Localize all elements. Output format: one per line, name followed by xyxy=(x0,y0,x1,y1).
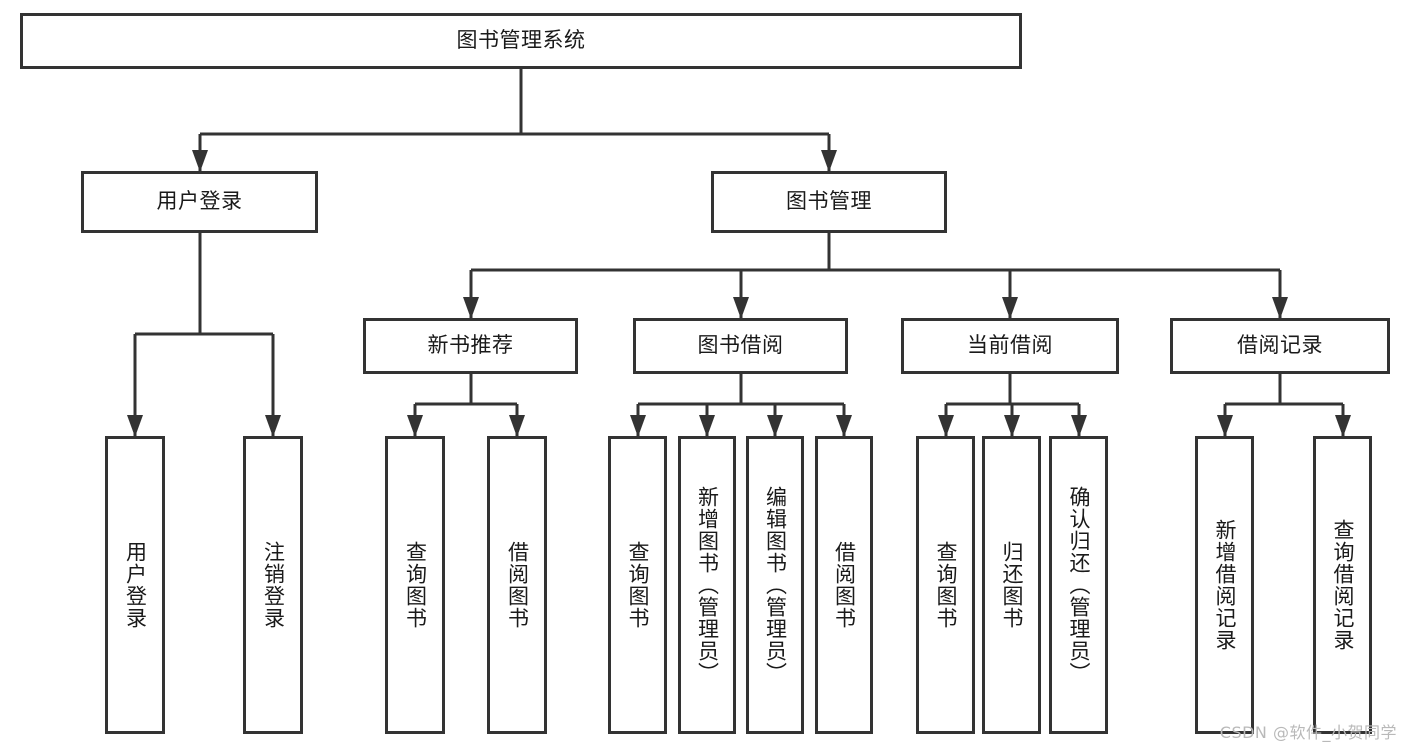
node-l2_0[interactable]: 新书推荐 xyxy=(363,318,578,374)
arrowhead-icon xyxy=(192,150,208,172)
arrowhead-icon xyxy=(699,415,715,437)
arrowhead-icon xyxy=(265,415,281,437)
node-label: 新书推荐 xyxy=(427,333,514,358)
node-l2_3[interactable]: 借阅记录 xyxy=(1170,318,1390,374)
node-label: 用户登录 xyxy=(123,541,148,629)
node-label: 归还图书 xyxy=(999,541,1024,629)
node-l1_0[interactable]: 用户登录 xyxy=(81,171,318,233)
arrowhead-icon xyxy=(767,415,783,437)
node-label: 确认归还（管理员） xyxy=(1066,486,1091,684)
node-label: 图书管理系统 xyxy=(456,28,586,53)
node-label: 借阅图书 xyxy=(832,541,857,629)
arrowhead-icon xyxy=(407,415,423,437)
node-leaf_2[interactable]: 查询图书 xyxy=(385,436,445,734)
arrowhead-icon xyxy=(1071,415,1087,437)
node-leaf_9[interactable]: 归还图书 xyxy=(982,436,1041,734)
node-label: 借阅记录 xyxy=(1237,333,1323,358)
node-leaf_3[interactable]: 借阅图书 xyxy=(487,436,547,734)
arrowhead-icon xyxy=(836,415,852,437)
node-l2_1[interactable]: 图书借阅 xyxy=(633,318,848,374)
node-l1_1[interactable]: 图书管理 xyxy=(711,171,947,233)
node-label: 图书管理 xyxy=(786,189,872,214)
arrowhead-icon xyxy=(1335,415,1351,437)
node-leaf_1[interactable]: 注销登录 xyxy=(243,436,303,734)
arrowhead-icon xyxy=(127,415,143,437)
node-leaf_10[interactable]: 确认归还（管理员） xyxy=(1049,436,1108,734)
node-root[interactable]: 图书管理系统 xyxy=(20,13,1022,69)
arrowhead-icon xyxy=(509,415,525,437)
arrowhead-icon xyxy=(1217,415,1233,437)
arrowhead-icon xyxy=(1004,415,1020,437)
node-leaf_8[interactable]: 查询图书 xyxy=(916,436,975,734)
node-l2_2[interactable]: 当前借阅 xyxy=(901,318,1119,374)
arrowhead-icon xyxy=(630,415,646,437)
node-label: 新增借阅记录 xyxy=(1212,519,1237,651)
node-label: 用户登录 xyxy=(156,189,243,214)
arrowhead-icon xyxy=(821,150,837,172)
node-leaf_5[interactable]: 新增图书（管理员） xyxy=(678,436,736,734)
node-label: 查询图书 xyxy=(625,541,650,629)
node-label: 新增图书（管理员） xyxy=(695,486,720,684)
node-leaf_6[interactable]: 编辑图书（管理员） xyxy=(746,436,804,734)
node-label: 查询图书 xyxy=(933,541,958,629)
node-label: 借阅图书 xyxy=(505,541,530,629)
node-label: 注销登录 xyxy=(261,541,286,629)
arrowhead-icon xyxy=(1272,297,1288,319)
node-leaf_7[interactable]: 借阅图书 xyxy=(815,436,873,734)
node-leaf_12[interactable]: 查询借阅记录 xyxy=(1313,436,1372,734)
node-label: 编辑图书（管理员） xyxy=(763,486,788,684)
node-leaf_11[interactable]: 新增借阅记录 xyxy=(1195,436,1254,734)
node-leaf_0[interactable]: 用户登录 xyxy=(105,436,165,734)
arrowhead-icon xyxy=(1002,297,1018,319)
node-leaf_4[interactable]: 查询图书 xyxy=(608,436,667,734)
node-label: 查询借阅记录 xyxy=(1330,519,1355,651)
arrowhead-icon xyxy=(733,297,749,319)
node-label: 查询图书 xyxy=(403,541,428,629)
arrowhead-icon xyxy=(938,415,954,437)
watermark: CSDN @软件_小贺同学 xyxy=(1219,723,1397,742)
node-label: 图书借阅 xyxy=(697,333,784,358)
arrowhead-icon xyxy=(463,297,479,319)
node-label: 当前借阅 xyxy=(967,333,1053,358)
